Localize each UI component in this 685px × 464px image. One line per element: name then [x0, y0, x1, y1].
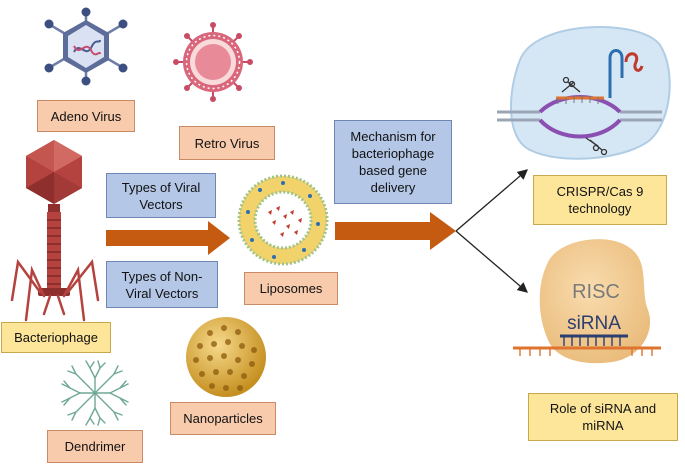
nanoparticle-icon	[186, 317, 266, 397]
arrow-to-sirna	[455, 230, 528, 293]
retro-virus-label: Retro Virus	[179, 126, 275, 160]
crispr-cas9-icon	[497, 25, 671, 160]
retro-virus-icon	[173, 22, 253, 102]
risc-sirna-icon	[513, 239, 661, 364]
liposomes-label: Liposomes	[244, 272, 338, 305]
adeno-virus-icon	[44, 7, 128, 86]
sirna-role-label: Role of siRNA and miRNA	[528, 393, 678, 441]
dendrimer-icon	[61, 360, 129, 426]
viral-vectors-label: Types of Viral Vectors	[106, 173, 216, 218]
mechanism-label: Mechanism for bacteriophage based gene d…	[334, 120, 452, 204]
arrow-to-liposomes	[106, 221, 230, 255]
bacteriophage-label: Bacteriophage	[1, 322, 111, 353]
liposome-icon	[237, 174, 329, 266]
arrow-to-crispr	[455, 169, 528, 232]
bacteriophage-icon	[10, 140, 100, 322]
arrow-to-outcomes	[335, 212, 456, 250]
dendrimer-label: Dendrimer	[47, 430, 143, 463]
crispr-label: CRISPR/Cas 9 technology	[533, 175, 667, 225]
nanoparticles-label: Nanoparticles	[170, 402, 276, 435]
non-viral-vectors-label: Types of Non-Viral Vectors	[106, 261, 218, 308]
sirna-text: siRNA	[567, 313, 621, 334]
risc-text: RISC	[572, 281, 620, 303]
adeno-virus-label: Adeno Virus	[37, 100, 135, 132]
